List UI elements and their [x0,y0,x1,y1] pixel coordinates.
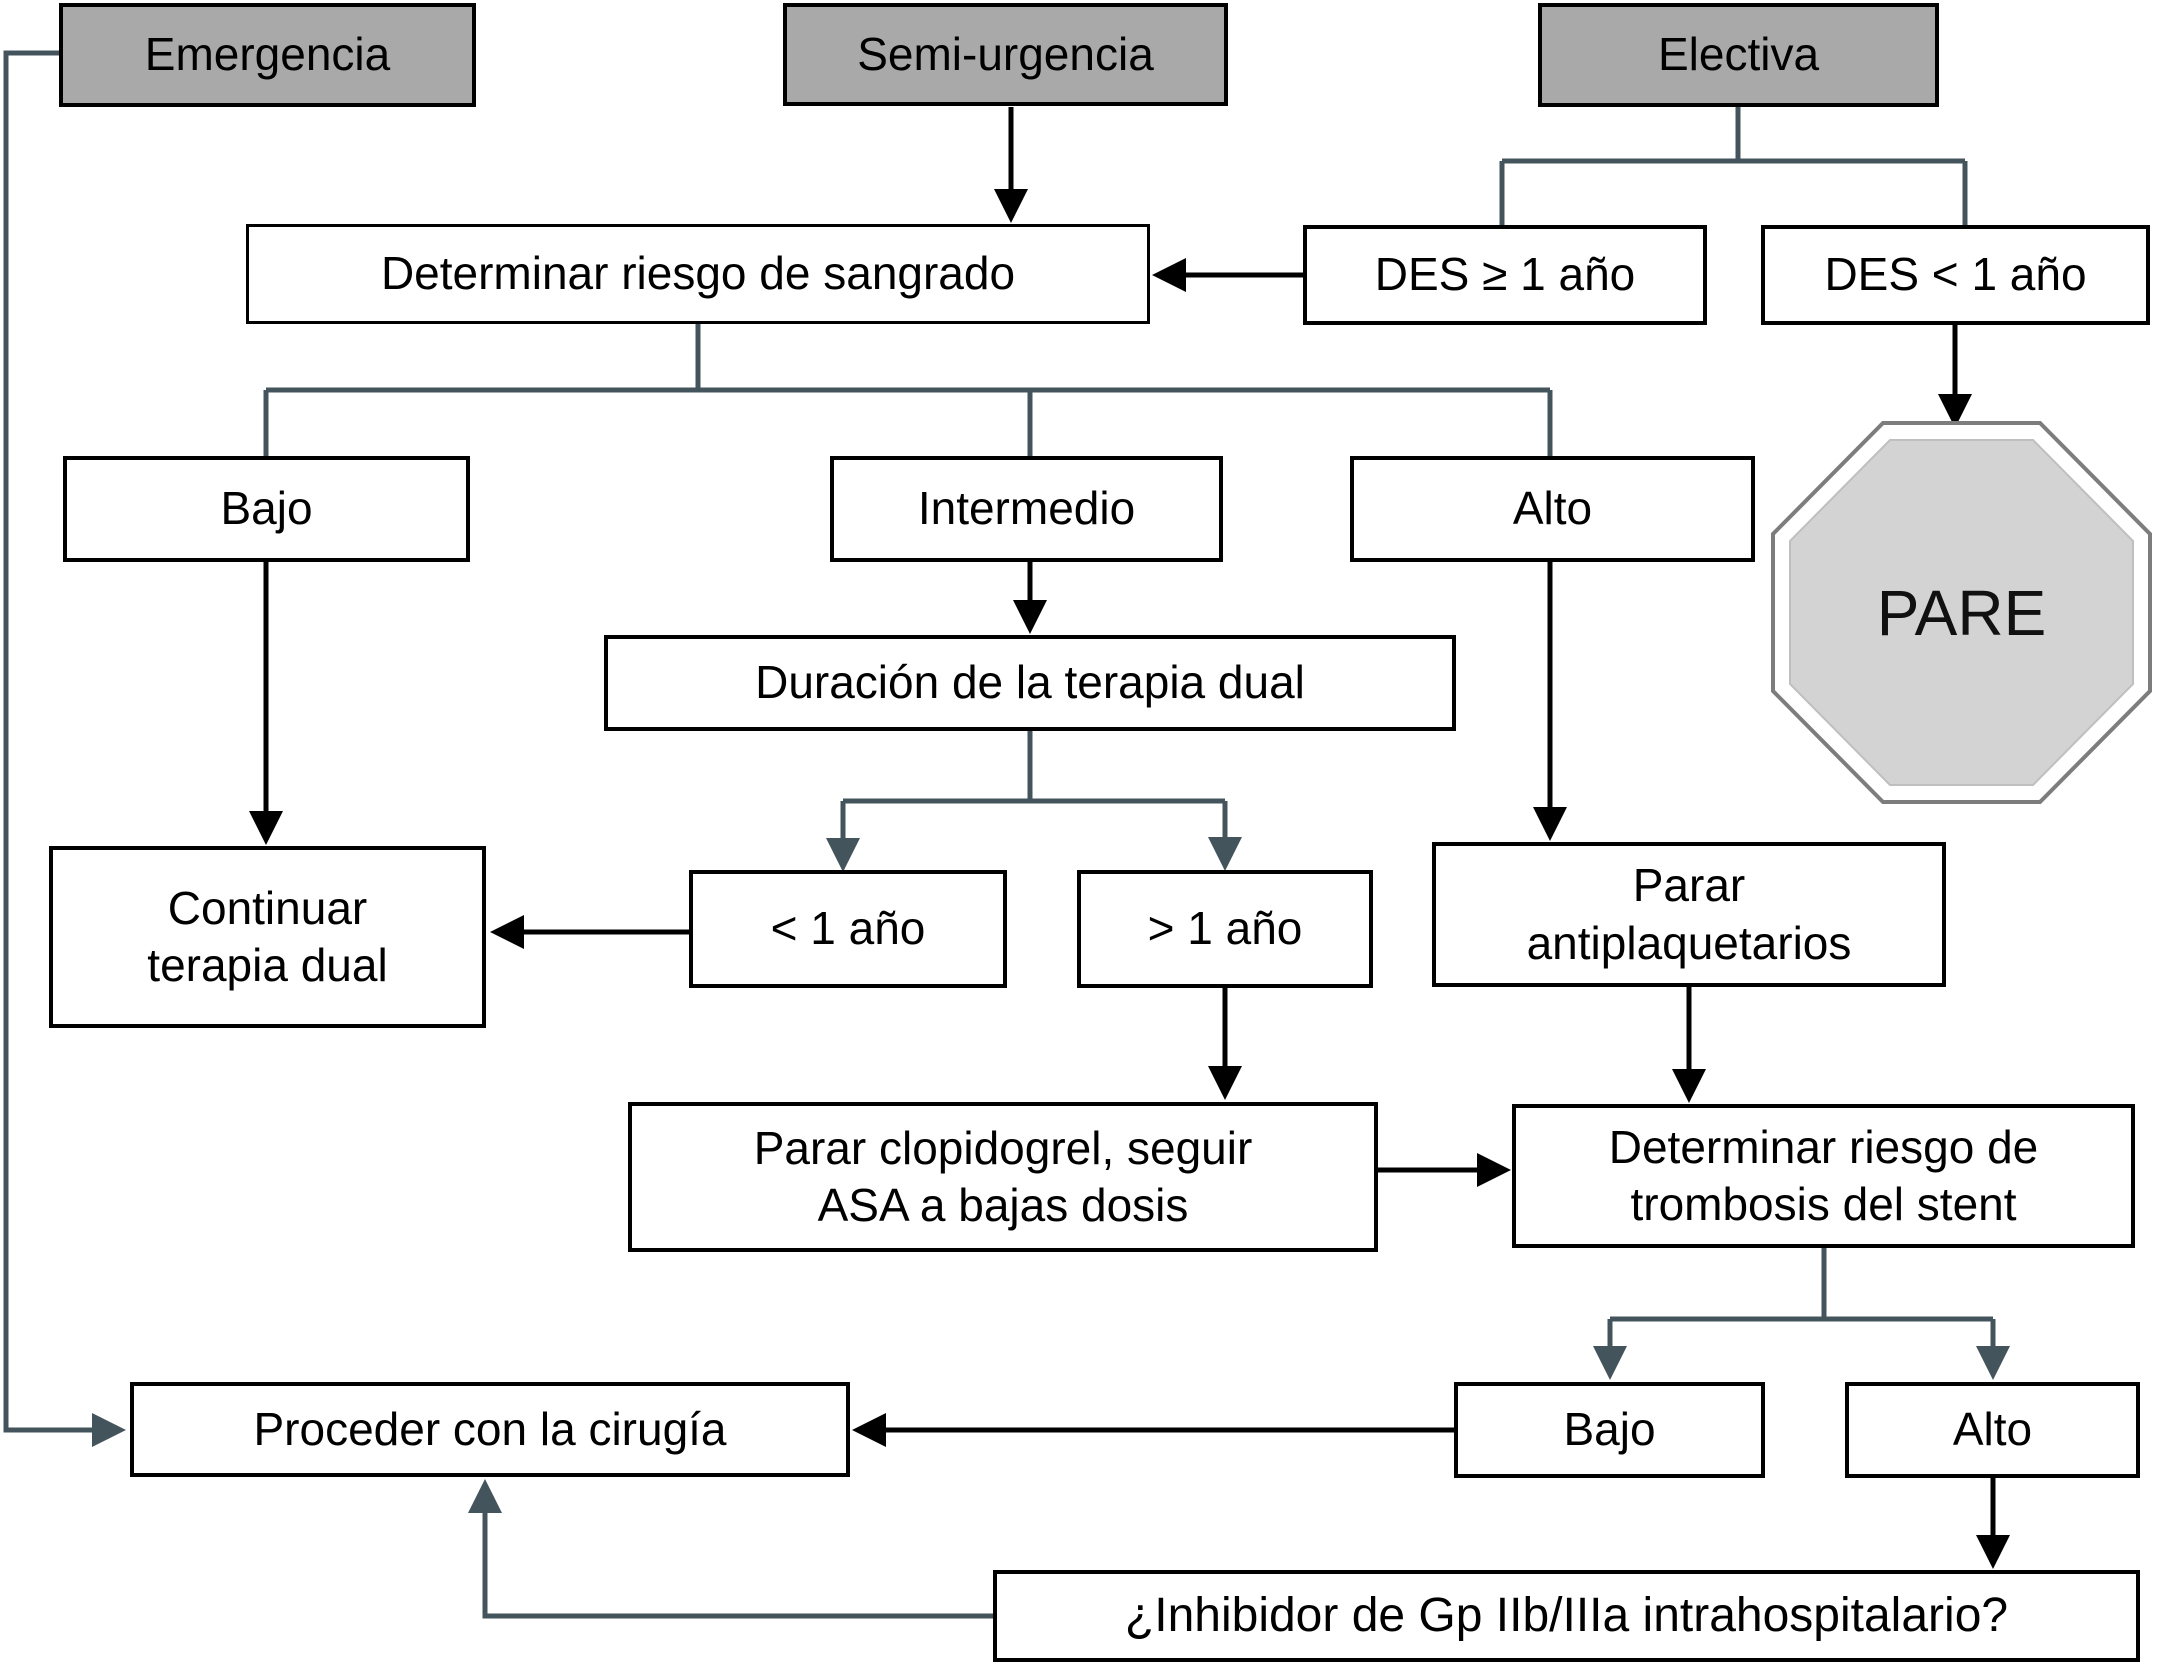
node-electiva: Electiva [1538,3,1939,107]
arrow-pararanti-to-trombosis [1672,987,1706,1103]
node-riesgo-trombosis-bajo: Bajo [1454,1382,1765,1478]
stop-sign-octagon [1771,421,2152,804]
arrow-lt1ano-to-continuar [490,915,689,949]
connector-duracion-split [826,731,1242,872]
node-menos-1-ano: < 1 año [689,870,1007,988]
node-des-mayor-1-ano: DES ≥ 1 año [1303,225,1707,325]
connector-electiva-split [1499,107,1968,227]
node-riesgo-trombosis-alto: Alto [1845,1382,2140,1478]
arrow-semiurgencia-to-sangrado [994,107,1028,223]
connector-emergencia-feedback [3,50,126,1447]
node-determinar-riesgo-sangrado: Determinar riesgo de sangrado [246,224,1150,324]
arrow-desge-to-sangrado [1152,258,1303,292]
node-continuar-terapia-dual: Continuar terapia dual [49,846,486,1028]
arrow-alto-to-pararanti [1533,562,1567,841]
node-mas-1-ano: > 1 año [1077,870,1373,988]
arrow-intermedio-to-duracion [1013,562,1047,634]
node-riesgo-sangrado-bajo: Bajo [63,456,470,562]
connector-trombosis-split [1593,1248,2010,1380]
connector-sangrado-split [263,324,1553,458]
arrow-gt1ano-to-pararclop [1208,988,1242,1100]
node-semi-urgencia: Semi-urgencia [783,3,1228,106]
node-proceder-cirugia: Proceder con la cirugía [130,1382,850,1477]
arrow-bajo2-to-proceder [852,1413,1454,1447]
arrow-pararclop-to-trombosis [1378,1153,1511,1187]
node-duracion-terapia-dual: Duración de la terapia dual [604,635,1456,731]
node-riesgo-sangrado-alto: Alto [1350,456,1755,562]
node-inhibidor-gp-iib-iiia: ¿Inhibidor de Gp IIb/IIIa intrahospitala… [993,1570,2140,1662]
connector-inhibidor-feedback [468,1479,993,1619]
node-emergencia: Emergencia [59,3,476,107]
node-determinar-riesgo-trombosis: Determinar riesgo de trombosis del stent [1512,1104,2135,1248]
node-parar-clopidogrel: Parar clopidogrel, seguir ASA a bajas do… [628,1102,1378,1252]
arrow-alto2-to-inhibidor [1976,1478,2010,1569]
node-riesgo-sangrado-intermedio: Intermedio [830,456,1223,562]
stop-sign-label: PARE [1876,576,2047,649]
node-parar-antiplaquetarios: Parar antiplaquetarios [1432,842,1946,987]
node-des-menor-1-ano: DES < 1 año [1761,225,2150,325]
arrow-bajo-to-continuar [249,562,283,845]
arrow-deslt-to-pare [1938,325,1972,428]
